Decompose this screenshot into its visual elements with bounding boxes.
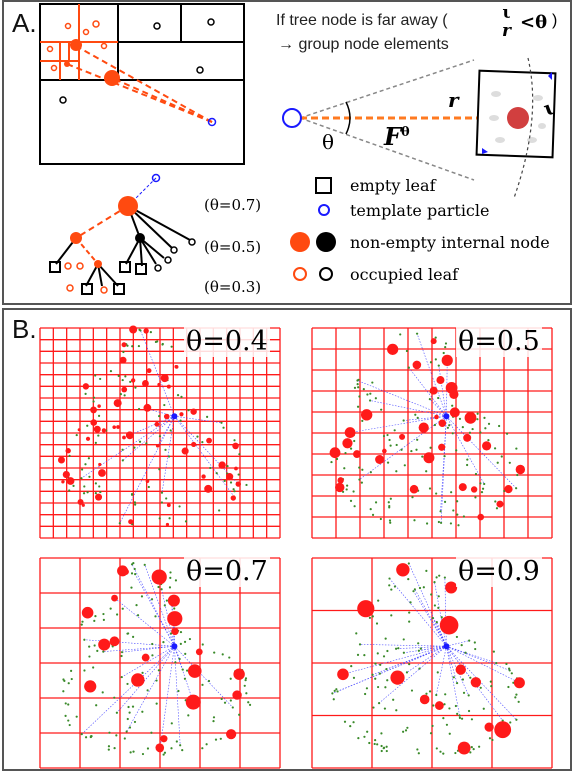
theta-value-0: (θ=0.7) bbox=[204, 196, 262, 214]
tree-diagram bbox=[49, 173, 196, 295]
node-centers bbox=[337, 563, 525, 755]
legend-template-particle: template particle bbox=[350, 201, 490, 220]
ratio-den: r bbox=[502, 21, 511, 41]
theta-label: θ bbox=[322, 130, 335, 154]
header-line1: If tree node is far away ( bbox=[276, 12, 448, 29]
panel-b: B. θ=0.4 θ=0.5 θ=0.7 θ=0.9 bbox=[2, 308, 572, 771]
bunny-quadtree-2 bbox=[39, 557, 281, 769]
surface-particles bbox=[62, 562, 252, 756]
group-lines bbox=[66, 45, 213, 123]
panel-a-diagram bbox=[39, 3, 557, 295]
node-centers bbox=[81, 565, 245, 753]
theta-label-1: θ=0.5 bbox=[456, 326, 542, 357]
panel-a-label: A. bbox=[12, 8, 37, 38]
header-close: ) bbox=[552, 12, 558, 29]
bunny-quadtree-3 bbox=[311, 557, 553, 769]
ratio-fraction: ι r bbox=[502, 4, 511, 40]
panel-b-label: B. bbox=[12, 314, 37, 344]
black-leaf-symbol bbox=[319, 267, 333, 281]
bunny-quadtree-1 bbox=[311, 327, 553, 539]
legend-empty-leaf: empty leaf bbox=[350, 176, 436, 195]
legend-internal-node: non-empty internal node bbox=[350, 233, 550, 252]
legend-occupied-leaf: occupied leaf bbox=[350, 265, 459, 284]
node-centers bbox=[329, 338, 526, 521]
template-particle-grid bbox=[207, 117, 217, 127]
black-node-symbol bbox=[316, 232, 336, 252]
template-particle bbox=[171, 643, 178, 650]
ratio-relation: <θ bbox=[520, 12, 548, 33]
theta-value-1: (θ=0.5) bbox=[204, 238, 262, 256]
template-particle bbox=[171, 413, 178, 420]
node-centers bbox=[57, 325, 241, 527]
header-line2: → group node elements bbox=[278, 36, 449, 53]
quadtree-lines bbox=[39, 327, 281, 539]
internal-node-large bbox=[104, 70, 120, 86]
quadtree-grid bbox=[39, 3, 245, 165]
quadtree-lines bbox=[311, 557, 553, 769]
theta-value-2: (θ=0.3) bbox=[204, 278, 262, 296]
ratio-num: ι bbox=[502, 3, 511, 23]
bunny-quadtree-0 bbox=[39, 325, 281, 539]
far-node-diagram bbox=[282, 57, 557, 199]
surface-particles bbox=[60, 328, 248, 526]
orange-leaf-symbol bbox=[293, 267, 307, 281]
theta-label-2: θ=0.7 bbox=[184, 556, 270, 587]
theta-label-0: θ=0.4 bbox=[184, 326, 270, 357]
force-label: Fθ bbox=[384, 122, 410, 151]
interaction-rays bbox=[332, 563, 520, 721]
particles-grid bbox=[46, 18, 217, 127]
r-label: r bbox=[448, 88, 459, 112]
template-particle bbox=[443, 643, 450, 650]
internal-node-medium bbox=[70, 39, 82, 51]
panel-a: A. bbox=[2, 0, 572, 305]
template-particle-symbol bbox=[318, 204, 330, 216]
legend-symbols bbox=[290, 177, 336, 281]
interaction-rays bbox=[81, 564, 234, 749]
orange-node-symbol bbox=[290, 232, 310, 252]
interaction-rays bbox=[350, 333, 517, 523]
template-particle bbox=[443, 413, 450, 420]
empty-leaf-symbol bbox=[315, 177, 332, 194]
theta-label-3: θ=0.9 bbox=[456, 556, 542, 587]
